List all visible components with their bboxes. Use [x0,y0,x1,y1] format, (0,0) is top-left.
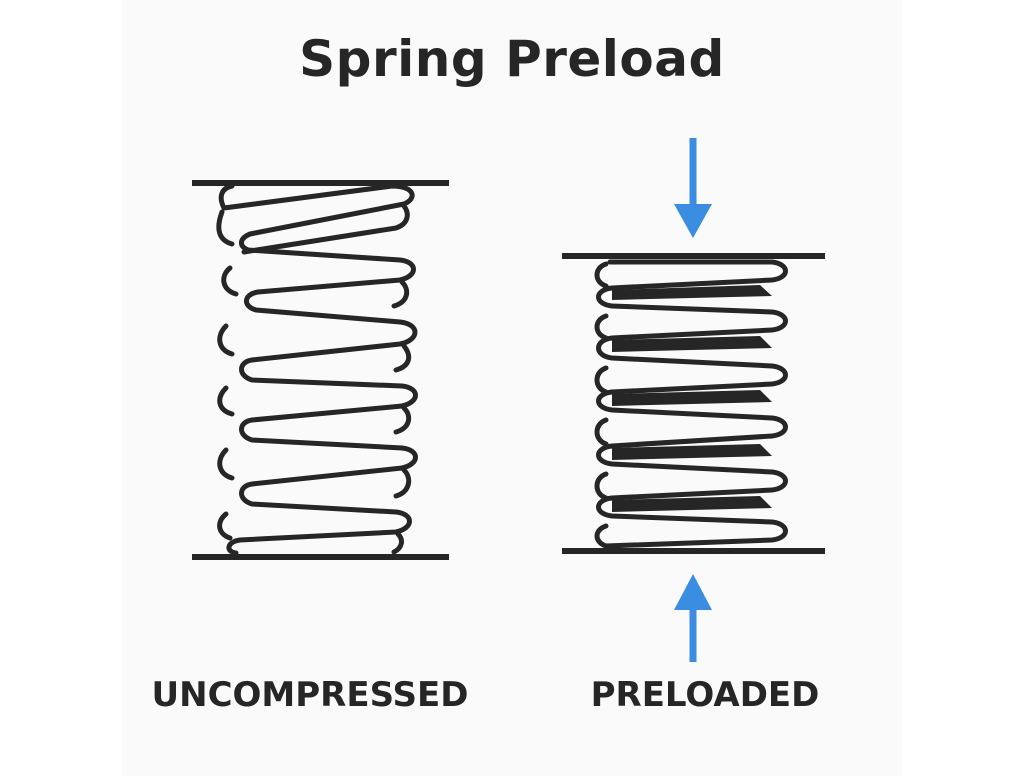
uncompressed-label: UNCOMPRESSED [151,675,469,715]
arrow-up-icon [674,574,712,662]
preloaded-coil-left-edge [594,261,609,549]
preloaded-label: PRELOADED [590,675,820,715]
uncompressed-coil [218,183,418,556]
diagram-panel [122,0,902,776]
preloaded-spring [562,138,825,662]
uncompressed-spring [192,180,449,560]
uncompressed-coil-inner [216,203,412,555]
arrow-down-icon [674,138,712,238]
preloaded-coil-shading [612,285,772,512]
diagram-title: Spring Preload [299,30,725,88]
